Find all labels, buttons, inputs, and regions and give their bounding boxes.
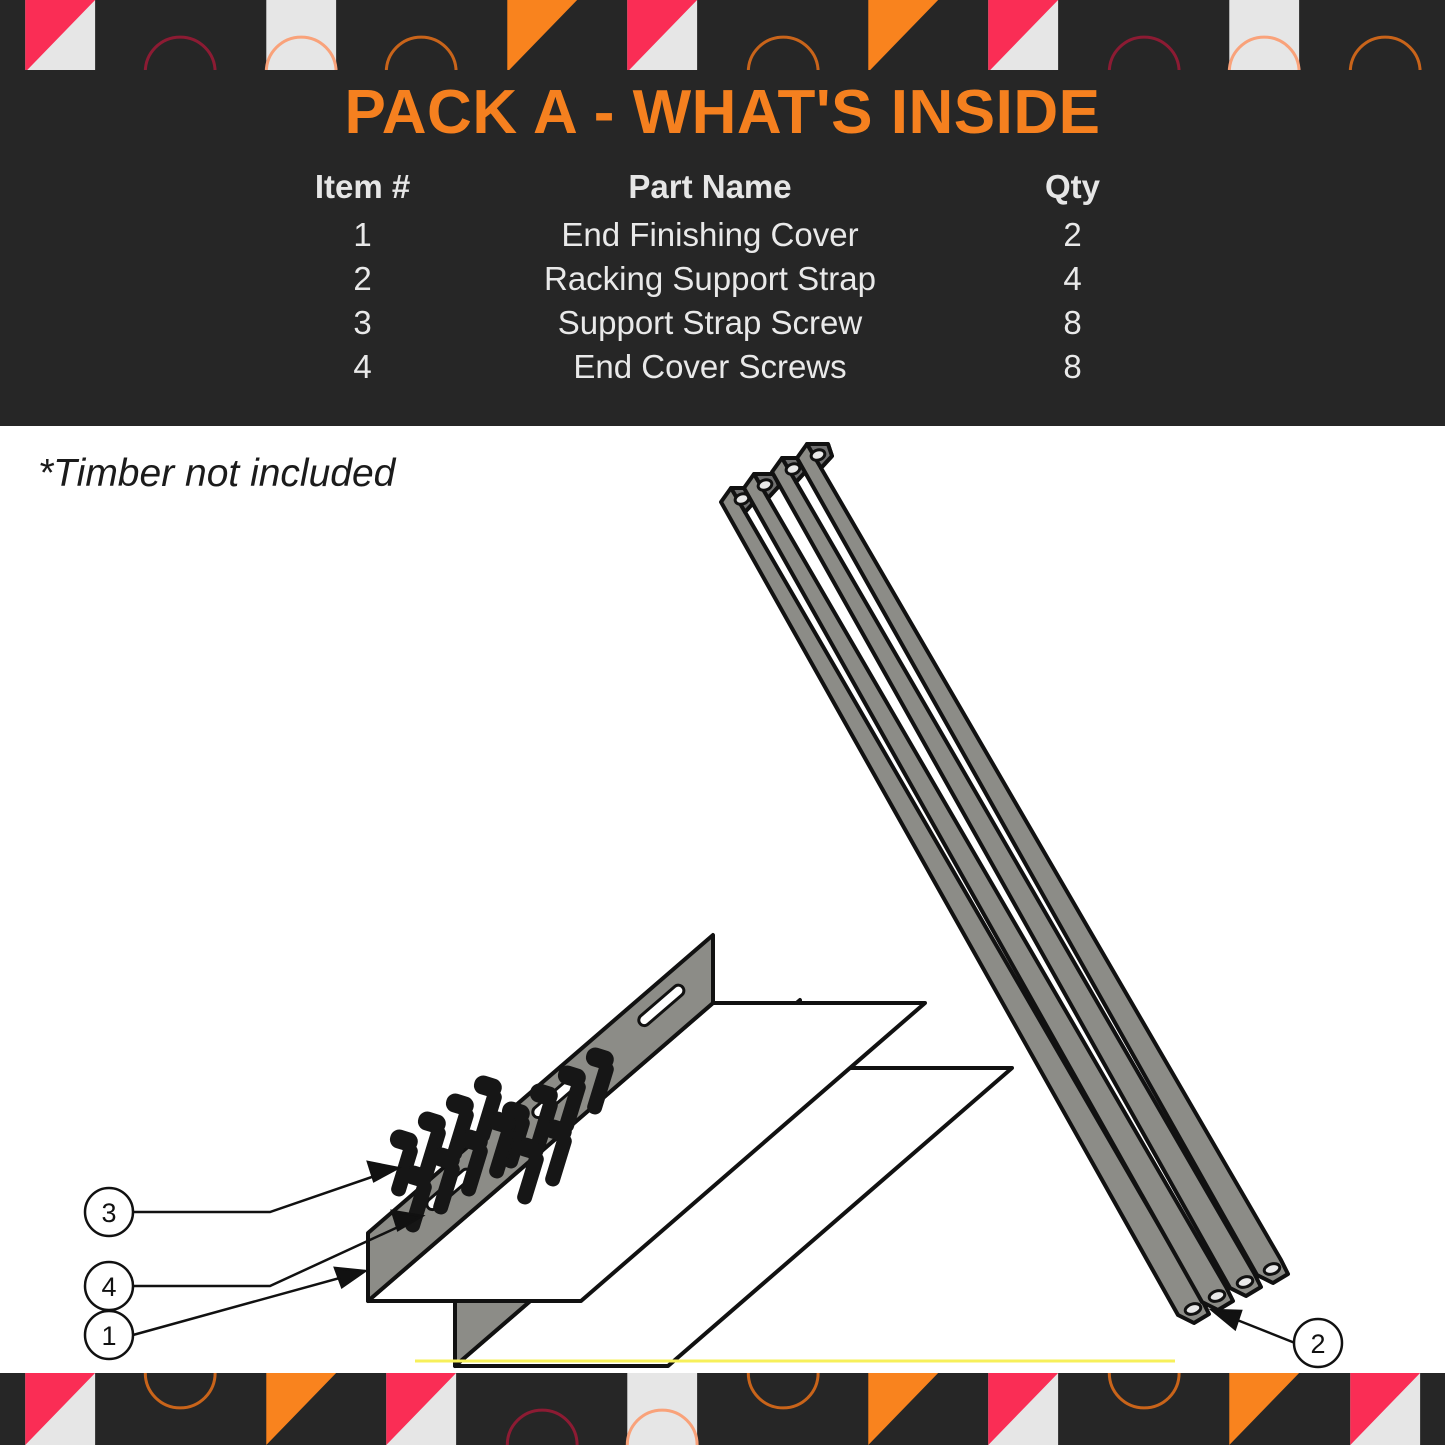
callout-markers: 3 4 1 2 [83,1160,1344,1369]
table-row: 2 Racking Support Strap 4 [255,257,1195,301]
table-row: 4 End Cover Screws 8 [255,345,1195,389]
timber-not-included-note: *Timber not included [38,452,396,495]
column-header-item: Item # [314,168,411,205]
table-cell-part: End Cover Screws [573,348,847,385]
table-cell-qty: 8 [1063,348,1082,385]
table-cell-part: End Finishing Cover [561,216,859,253]
screw-part [529,1083,558,1151]
table-cell-part: Support Strap Screw [557,304,863,341]
callout-leader-2 [1208,1308,1296,1345]
exploded-parts-diagram: 3 4 1 2 [0,426,1445,1373]
callout-leader-3 [133,1160,402,1214]
decor-tile [361,1373,481,1445]
decor-tile [1084,0,1204,72]
decor-tile [0,1373,120,1445]
decor-tile [602,0,722,72]
decor-tile [1325,0,1445,72]
callout-bubble-3[interactable] [83,1186,135,1238]
screw-part [585,1047,614,1115]
column-header-part-name: Part Name [628,168,792,205]
callout-bubble-1[interactable] [83,1309,135,1361]
top-decorative-border [0,0,1445,72]
table-cell-qty: 4 [1063,260,1082,297]
decor-tile [482,1373,602,1445]
screws-illustration [389,1047,614,1233]
callout-label-4: 4 [101,1272,116,1302]
screw-part [473,1075,502,1143]
table-cell-item: 4 [353,348,372,385]
decor-tile [120,1373,240,1445]
callout-bubble-2[interactable] [1292,1317,1344,1369]
decor-tile [602,1373,722,1445]
table-cell-qty: 2 [1063,216,1082,253]
column-header-qty: Qty [1044,168,1100,205]
strap-part [742,472,1235,1312]
table-cell-item: 2 [353,260,372,297]
header-panel: PACK A - WHAT'S INSIDE Item # Part Name … [0,70,1445,426]
callout-leader-1 [132,1266,369,1337]
decor-tile [723,1373,843,1445]
decor-tile [723,0,843,72]
table-cell-part: Racking Support Strap [543,260,876,297]
bottom-decorative-border [0,1373,1445,1445]
table-row: 1 End Finishing Cover 2 [255,213,1195,257]
decor-tile [1084,1373,1204,1445]
racking-support-straps-illustration [719,442,1290,1325]
decor-tile [963,0,1083,72]
screw-part [389,1129,418,1197]
decor-tile [843,0,963,72]
screw-part [431,1147,460,1215]
screw-part [543,1119,572,1187]
decor-tile [0,0,120,72]
decor-tile [361,0,481,72]
decor-tile [1204,0,1324,72]
decor-tile [843,1373,963,1445]
callout-label-3: 3 [101,1198,116,1228]
decor-tile [1204,1373,1324,1445]
callout-label-1: 1 [101,1321,116,1351]
table-cell-item: 1 [353,216,372,253]
callout-label-2: 2 [1310,1329,1325,1359]
decor-tile [241,1373,361,1445]
strap-part [795,442,1290,1285]
screw-part [487,1111,516,1179]
decor-tile [963,1373,1083,1445]
decor-tile [241,0,361,72]
table-cell-qty: 8 [1063,304,1082,341]
decor-tile [120,0,240,72]
screw-part [445,1093,474,1161]
decor-tile [1325,1373,1445,1445]
strap-part [719,486,1211,1325]
table-cell-item: 3 [353,304,372,341]
decor-tile [482,0,602,72]
table-header-row: Item # Part Name Qty [255,168,1195,213]
parts-table: Item # Part Name Qty 1 End Finishing Cove… [255,168,1195,389]
screw-part [459,1129,488,1197]
page-title: PACK A - WHAT'S INSIDE [344,78,1101,147]
table-row: 3 Support Strap Screw 8 [255,301,1195,345]
callout-leader-4 [133,1209,426,1288]
screw-part [515,1137,544,1205]
